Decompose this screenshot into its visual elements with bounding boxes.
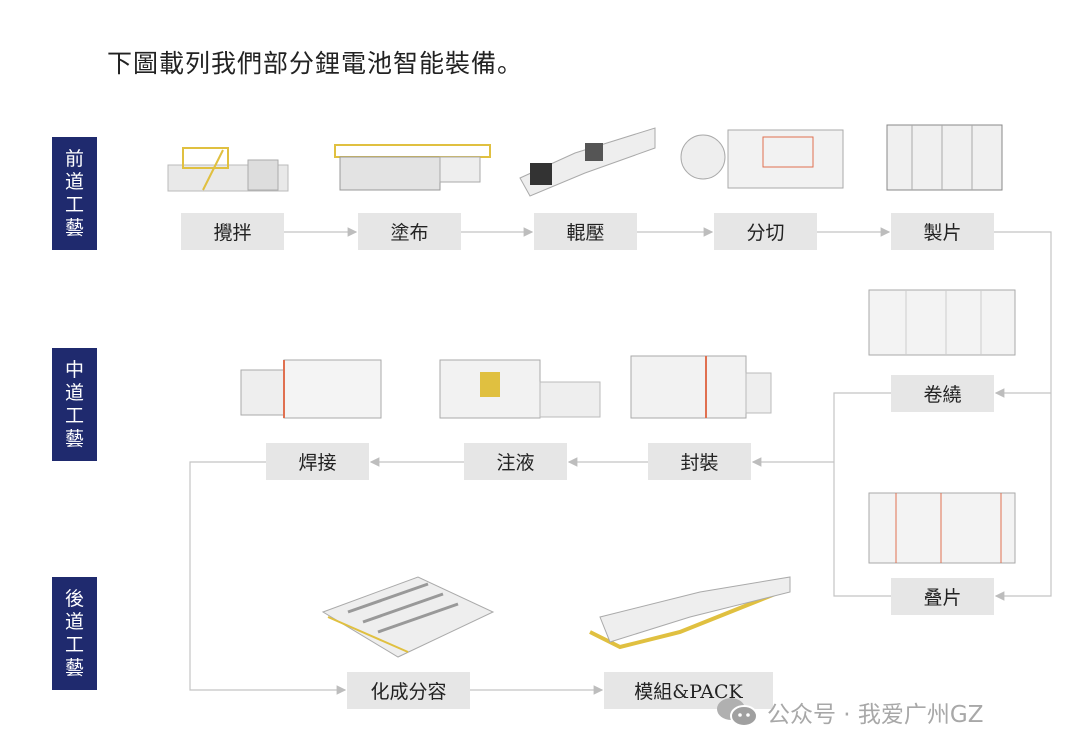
winding-machine-image xyxy=(868,289,1016,356)
step-welding: 焊接 xyxy=(266,443,369,480)
welding-machine-image xyxy=(240,359,382,419)
stage-char: 後 xyxy=(64,587,84,610)
step-filling: 注液 xyxy=(464,443,567,480)
tab-forming-machine-image xyxy=(886,124,1003,191)
stacking-machine-image xyxy=(868,492,1016,564)
step-coating: 塗布 xyxy=(358,213,461,250)
pack-line-image xyxy=(589,576,791,650)
stage-middle-process: 中道工藝 xyxy=(52,348,97,461)
sealing-machine-image xyxy=(630,355,772,419)
stage-char: 道 xyxy=(64,381,84,404)
step-sealing: 封裝 xyxy=(648,443,751,480)
stage-char: 工 xyxy=(64,404,84,427)
stage-char: 中 xyxy=(64,358,84,381)
watermark: 公众号 · 我爱广州GZ xyxy=(715,695,984,729)
slitting-machine-image xyxy=(680,129,844,189)
step-formation: 化成分容 xyxy=(347,672,470,709)
step-slitting: 分切 xyxy=(714,213,817,250)
stage-char: 藝 xyxy=(64,216,84,239)
stage-char: 道 xyxy=(64,610,84,633)
stage-char: 工 xyxy=(64,633,84,656)
stage-char: 工 xyxy=(64,193,84,216)
step-pack: 模組&PACK xyxy=(604,672,773,709)
coating-machine-image xyxy=(334,144,491,191)
stage-char: 藝 xyxy=(64,427,84,450)
filling-machine-image xyxy=(439,359,601,419)
stage-char: 道 xyxy=(64,170,84,193)
watermark-text: 公众号 · 我爱广州GZ xyxy=(767,702,984,728)
step-tab-forming: 製片 xyxy=(891,213,994,250)
mixing-machine-image xyxy=(167,147,289,192)
step-winding: 卷繞 xyxy=(891,375,994,412)
stage-front-process: 前道工藝 xyxy=(52,137,97,250)
page-title: 下圖載列我們部分鋰電池智能裝備。 xyxy=(107,49,524,78)
stage-char: 前 xyxy=(64,147,84,170)
step-stacking: 叠片 xyxy=(891,578,994,615)
stage-back-process: 後道工藝 xyxy=(52,577,97,690)
step-mixing: 攪拌 xyxy=(181,213,284,250)
wechat-icon xyxy=(717,698,758,727)
rolling-machine-image xyxy=(519,127,656,197)
formation-machine-image xyxy=(321,576,495,658)
stage-char: 藝 xyxy=(64,656,84,679)
step-rolling: 輥壓 xyxy=(534,213,637,250)
